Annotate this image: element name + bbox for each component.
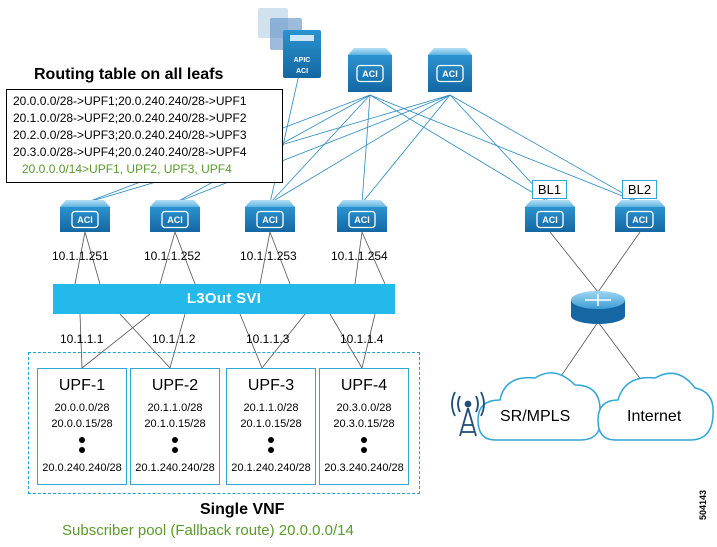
aci-badge	[536, 210, 564, 229]
upf-route: 20.1.1.0/28	[147, 402, 203, 414]
upf-card: UPF-4 20.3.0.0/28 20.3.0.15/28 20.3.240.…	[319, 368, 409, 485]
upf-route: 20.0.240.240/28	[42, 462, 122, 474]
ellipsis-dot	[79, 447, 85, 453]
leaf-switch: ACI	[337, 200, 387, 232]
upf-ip-label: 10.1.1.3	[246, 332, 290, 346]
border-leaf-label: BL2	[622, 180, 657, 199]
upf-card: UPF-3 20.1.1.0/28 20.1.0.15/28 20.1.240.…	[226, 368, 316, 485]
ellipsis-dot	[172, 437, 178, 443]
border-leaf-switch: ACI	[525, 200, 575, 232]
upf-ip-label: 10.1.1.4	[340, 332, 384, 346]
leaf-ip-label: 10.1.1.254	[331, 249, 388, 263]
aci-label: ACI	[77, 215, 93, 225]
switch-body	[428, 55, 472, 92]
figure-id: 504143	[698, 489, 708, 520]
upf-name: UPF-4	[340, 377, 388, 394]
routing-entry: 20.3.0.0/28->UPF4;20.0.240.240/28->UPF4	[13, 145, 247, 159]
switch-top	[60, 200, 110, 207]
svi-label: L3Out SVI	[186, 290, 262, 307]
upf-route: 20.1.240.240/28	[231, 462, 311, 474]
switch-layer: ACI ACI ACI ACI ACI ACI ACI ACI	[60, 48, 665, 232]
apic-cluster: APIC ACI	[258, 8, 321, 78]
routing-table-box: 20.0.0.0/28->UPF1;20.0.240.240/28->UPF1 …	[6, 89, 283, 183]
switch-top	[245, 200, 295, 207]
ellipsis-dot	[361, 437, 367, 443]
upf-route: 20.1.240.240/28	[135, 462, 215, 474]
ellipsis-dot	[79, 437, 85, 443]
aci-badge	[348, 210, 376, 229]
leaf-switch: ACI	[245, 200, 295, 232]
upf-links	[79, 313, 376, 369]
switch-body	[348, 55, 392, 92]
upf-route: 20.3.0.15/28	[333, 418, 395, 430]
apic-aci-label: ACI	[296, 68, 308, 75]
aci-badge	[161, 210, 189, 229]
upf-route: 20.1.0.15/28	[240, 418, 302, 430]
switch-top	[150, 200, 200, 207]
apic-label: APIC	[294, 57, 311, 64]
ellipsis-dot	[361, 447, 367, 453]
upf-route: 20.0.0.15/28	[51, 418, 113, 430]
cloud-sr-mpls	[477, 372, 602, 441]
routing-entry: 20.0.0.0/28->UPF1;20.0.240.240/28->UPF1	[13, 94, 247, 108]
routing-entry: 20.2.0.0/28->UPF3;20.0.240.240/28->UPF3	[13, 128, 247, 142]
routing-fallback-entry: 20.0.0.0/14>UPF1, UPF2, UPF3, UPF4	[22, 162, 232, 176]
switch-top	[428, 48, 472, 55]
upf-card: UPF-1 20.0.0.0/28 20.0.0.15/28 20.0.240.…	[37, 368, 127, 485]
leaf-ip-label: 10.1.1.251	[52, 249, 109, 263]
upf-card: UPF-2 20.1.1.0/28 20.1.0.15/28 20.1.240.…	[130, 368, 220, 485]
cloud-label-sr-mpls: SR/MPLS	[500, 408, 571, 425]
upf-ip-label: 10.1.1.2	[152, 332, 196, 346]
upf-route: 20.1.1.0/28	[243, 402, 299, 414]
leaf-ip-label: 10.1.1.253	[240, 249, 297, 263]
spine-switch: ACI	[348, 48, 392, 92]
wan-router	[571, 291, 625, 324]
vnf-title: Single VNF	[200, 501, 285, 518]
upf-name: UPF-2	[151, 377, 199, 394]
switch-top	[615, 200, 665, 207]
upf-name: UPF-3	[247, 377, 295, 394]
border-leaf-switch: ACI	[615, 200, 665, 232]
switch-top	[525, 200, 575, 207]
switch-top	[348, 48, 392, 55]
aci-badge	[71, 210, 99, 229]
aci-label: ACI	[542, 215, 558, 225]
cloud-label-internet: Internet	[627, 408, 682, 425]
upf-ip-label: 10.1.1.1	[60, 332, 104, 346]
upf-route: 20.3.240.240/28	[324, 462, 404, 474]
routing-table-title: Routing table on all leafs	[34, 66, 224, 83]
vnf-boundary	[28, 352, 420, 494]
wan-links	[549, 231, 646, 386]
aci-badge	[256, 210, 284, 229]
upf-route: 20.3.0.0/28	[336, 402, 392, 414]
upf-route: 20.1.0.15/28	[144, 418, 206, 430]
upf-route: 20.0.0.0/28	[54, 402, 110, 414]
border-leaf-label: BL1	[532, 180, 567, 199]
ellipsis-dot	[268, 447, 274, 453]
aci-label: ACI	[167, 215, 183, 225]
routing-entry: 20.1.0.0/28->UPF2;20.0.240.240/28->UPF2	[13, 111, 247, 125]
aci-badge	[356, 64, 384, 83]
l3out-svi-bar: L3Out SVI	[53, 284, 395, 314]
leaf-switch: ACI	[150, 200, 200, 232]
aci-label: ACI	[442, 69, 458, 79]
aci-label: ACI	[354, 215, 370, 225]
radio-tower-icon	[451, 391, 485, 437]
upf-name: UPF-1	[58, 377, 106, 394]
aci-badge	[626, 210, 654, 229]
spine-switch: ACI	[428, 48, 472, 92]
aci-label: ACI	[632, 215, 648, 225]
ellipsis-dot	[268, 437, 274, 443]
leaf-switch: ACI	[60, 200, 110, 232]
switch-top	[337, 200, 387, 207]
ellipsis-dot	[172, 447, 178, 453]
aci-label: ACI	[262, 215, 278, 225]
svi-links	[74, 231, 386, 285]
cloud-internet	[597, 372, 714, 441]
leaf-ip-label: 10.1.1.252	[144, 249, 201, 263]
aci-label: ACI	[362, 69, 378, 79]
aci-badge	[436, 64, 464, 83]
subscriber-pool-label: Subscriber pool (Fallback route) 20.0.0.…	[62, 522, 354, 539]
